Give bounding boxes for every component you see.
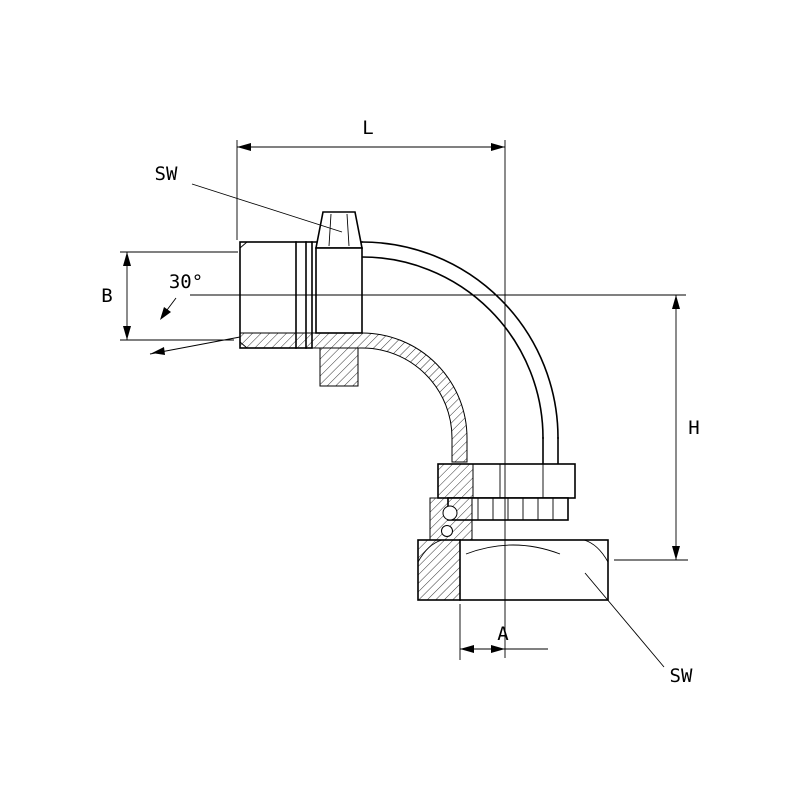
sw-leader-bottom bbox=[584, 572, 665, 668]
dimension-B: B bbox=[101, 251, 238, 341]
arrowhead bbox=[123, 326, 131, 340]
arrowhead bbox=[237, 143, 251, 151]
bend-bore-arc bbox=[361, 256, 544, 439]
dim-label-h: H bbox=[688, 417, 699, 439]
angle-annotation: 30° bbox=[149, 271, 241, 355]
arrowhead bbox=[491, 645, 505, 653]
arrowhead bbox=[123, 252, 131, 266]
fitting-body bbox=[239, 211, 609, 601]
arrowhead bbox=[672, 546, 680, 560]
arrowhead bbox=[460, 645, 474, 653]
dimension-H: H bbox=[614, 295, 700, 561]
dim-label-l: L bbox=[362, 117, 373, 139]
bend-outer-arc bbox=[361, 241, 559, 439]
chamfer-bottom-left bbox=[239, 341, 248, 349]
chamfer-reference-line bbox=[149, 336, 241, 355]
seat-hole bbox=[442, 505, 458, 521]
arrowhead bbox=[491, 143, 505, 151]
nut-chamfer-arc-right bbox=[583, 539, 609, 563]
hex-facet-line-left bbox=[328, 213, 332, 247]
sw-annotation-bottom: SW bbox=[584, 572, 693, 687]
hex-nut-top-crown bbox=[315, 211, 363, 249]
dim-label-a: A bbox=[497, 623, 509, 645]
nut-chamfer-arc-center bbox=[465, 544, 561, 555]
sw-label-bottom: SW bbox=[670, 665, 693, 687]
arrowhead bbox=[160, 307, 171, 320]
dim-label-b: B bbox=[101, 285, 112, 307]
hex-facet-line-right bbox=[346, 213, 350, 247]
reference-lines bbox=[190, 140, 686, 658]
sw-label-top: SW bbox=[155, 163, 178, 185]
sw-annotation-top: SW bbox=[155, 163, 343, 233]
hex-nut-bottom-section bbox=[417, 539, 461, 601]
dimension-A: A bbox=[459, 604, 548, 660]
hex-nut-top-body bbox=[315, 247, 363, 334]
nut-chamfer-arc-left bbox=[417, 539, 443, 563]
swivel-collar-section bbox=[437, 463, 474, 499]
arrowhead bbox=[152, 347, 165, 355]
hex-nut-top-section bbox=[319, 347, 359, 387]
seat-hole bbox=[441, 525, 453, 537]
section-hatch-band bbox=[239, 332, 468, 463]
dimension-L: L bbox=[236, 117, 505, 240]
angle-label: 30° bbox=[169, 271, 203, 293]
sw-leader-top bbox=[191, 183, 343, 233]
chamfer-top-left bbox=[239, 241, 248, 249]
arrowhead bbox=[672, 295, 680, 309]
